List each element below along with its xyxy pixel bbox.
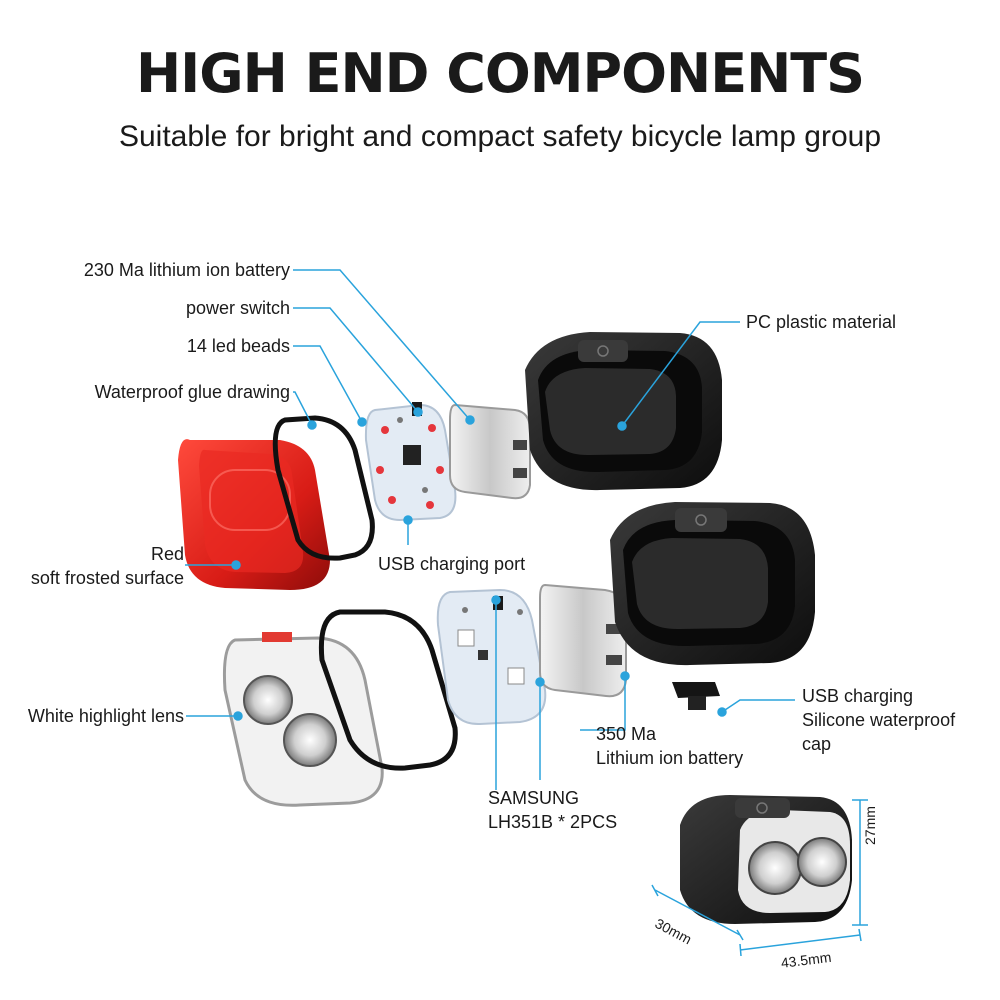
label-usb-cap-line1: USB charging (802, 686, 914, 706)
page-title: HIGH END COMPONENTS (135, 42, 865, 105)
label-usb-cap: USB charging Silicone waterproof cap (802, 684, 955, 756)
label-waterproof-glue: Waterproof glue drawing (94, 382, 290, 402)
waterproof-gasket-bottom (318, 609, 458, 771)
label-samsung-line2: LH351B * 2PCS (488, 812, 618, 832)
label-led-beads: 14 led beads (186, 336, 290, 356)
housing-bottom (610, 502, 815, 666)
label-battery-350: 350 Ma Lithium ion battery (596, 722, 743, 770)
label-red-surface-line1: Red (150, 544, 184, 564)
assembled-lamp (680, 795, 852, 924)
label-usb-cap-line2: Silicone waterproof (802, 710, 956, 730)
clear-lens (223, 632, 384, 807)
page-subtitle: Suitable for bright and compact safety b… (118, 120, 882, 153)
waterproof-gasket-top (272, 415, 375, 561)
label-red-surface: Red soft frosted surface (31, 542, 184, 590)
callout-lines (185, 269, 795, 790)
label-red-surface-line2: soft frosted surface (30, 568, 184, 588)
housing-top (525, 332, 722, 491)
dimension-lines (651, 799, 868, 957)
label-battery-350-line1: 350 Ma (596, 724, 657, 744)
label-power-switch: power switch (185, 298, 290, 318)
label-battery-350-line2: Lithium ion battery (596, 748, 744, 768)
dimension-height: 27mm (862, 806, 878, 845)
label-samsung-line1: SAMSUNG (488, 788, 580, 808)
label-battery-230: 230 Ma lithium ion battery (83, 260, 290, 280)
battery-350 (539, 583, 627, 698)
red-lens (178, 439, 330, 590)
label-usb-cap-line3: cap (802, 734, 832, 754)
silicone-cap (672, 682, 720, 710)
label-usb-port: USB charging port (378, 554, 526, 574)
pcb-bottom (436, 588, 547, 726)
battery-230 (449, 403, 531, 500)
pcb-top (364, 402, 457, 522)
label-white-lens: White highlight lens (27, 706, 184, 726)
label-pc-plastic: PC plastic material (746, 312, 897, 332)
label-samsung: SAMSUNG LH351B * 2PCS (488, 786, 617, 834)
